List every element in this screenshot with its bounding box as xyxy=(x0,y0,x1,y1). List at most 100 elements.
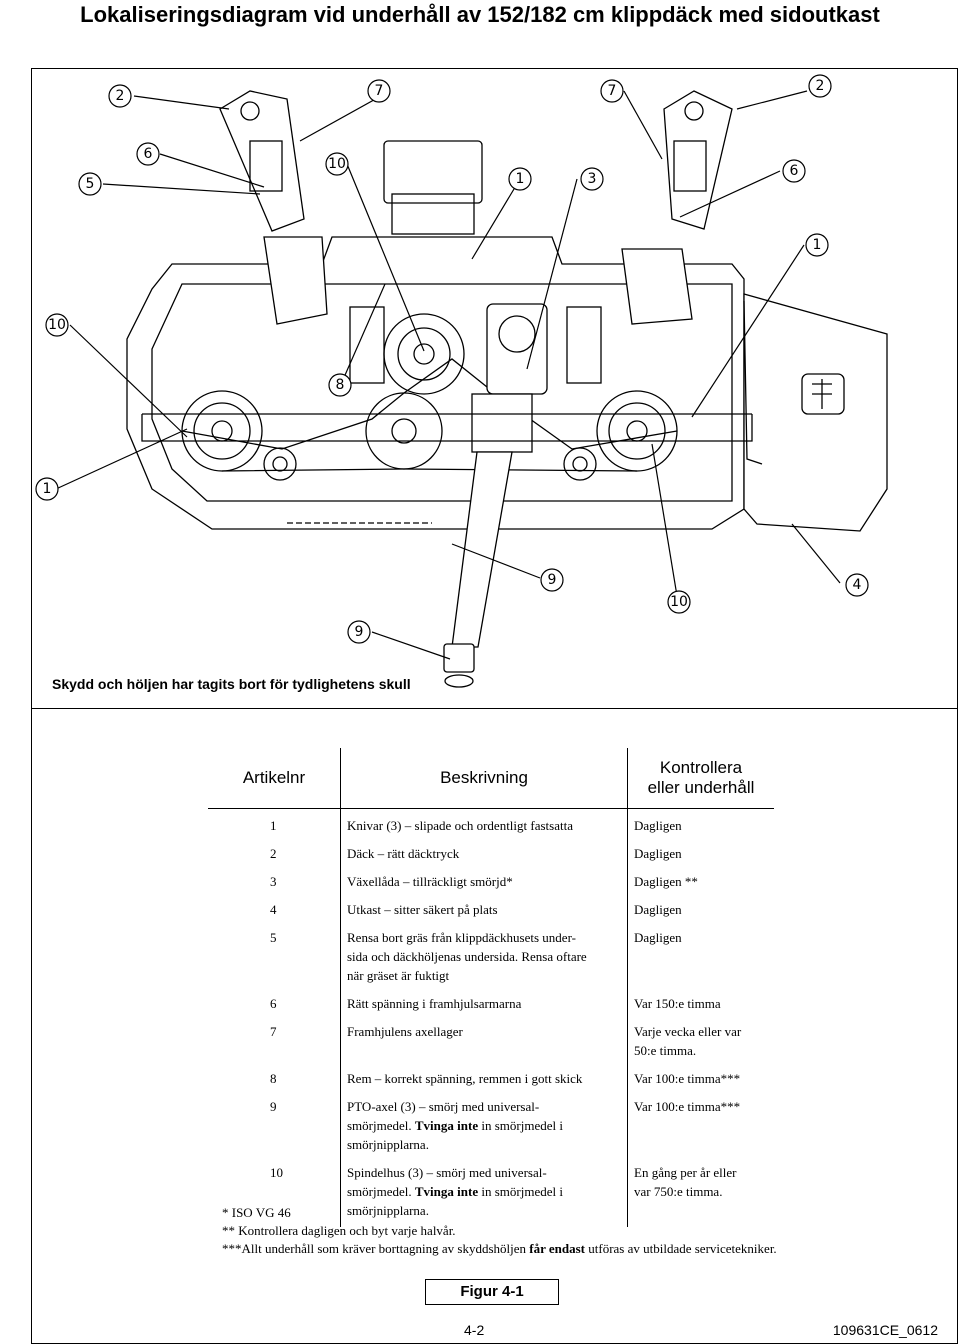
row-desc-line: Spindelhus (3) – smörj med universal- xyxy=(347,1164,547,1180)
callout-9-center: 9 xyxy=(540,568,564,592)
page-title: Lokaliseringsdiagram vid underhåll av 15… xyxy=(80,2,880,27)
row-desc: Utkast – sitter säkert på plats xyxy=(340,897,628,921)
table-row: 9 PTO-axel (3) – smörj med universal- sm… xyxy=(208,1094,774,1156)
frame-divider xyxy=(31,708,958,709)
row-check-line: 50:e timma. xyxy=(634,1042,697,1058)
row-check: Dagligen xyxy=(634,845,682,861)
right-caster-arm xyxy=(663,90,733,230)
row-num: 2 xyxy=(208,841,341,865)
row-desc: Rensa bort gräs från klippdäckhusets und… xyxy=(340,925,628,987)
row-check: Dagligen ** xyxy=(634,873,698,889)
callout-1-top: 1 xyxy=(508,167,532,191)
row-num: 3 xyxy=(208,869,341,893)
table-header-row: Artikelnr Beskrivning Kontrollera eller … xyxy=(208,748,774,809)
row-num: 1 xyxy=(208,813,341,837)
footnote-2: ** Kontrollera dagligen och byt varje ha… xyxy=(222,1223,456,1238)
table-row: 2 Däck – rätt däcktryck Dagligen xyxy=(208,841,774,865)
footnote-3: ***Allt underhåll som kräver borttagning… xyxy=(222,1241,777,1256)
table-row: 7 Framhjulens axellager Varje vecka elle… xyxy=(208,1019,775,1062)
maintenance-table: Artikelnr Beskrivning Kontrollera eller … xyxy=(208,748,774,1227)
row-desc: Spindelhus (3) – smörj med universal- sm… xyxy=(340,1160,628,1222)
callout-2-right: 2 xyxy=(808,74,832,98)
svg-text:5: 5 xyxy=(86,176,95,192)
table-row: 4 Utkast – sitter säkert på plats Daglig… xyxy=(208,897,774,921)
row-check: Var 100:e timma*** xyxy=(634,1070,741,1086)
callout-8: 8 xyxy=(328,373,352,397)
row-check-line: Varje vecka eller var xyxy=(634,1023,742,1039)
svg-text:6: 6 xyxy=(790,163,799,179)
callout-7-right: 7 xyxy=(600,79,624,103)
mower-deck-diagram: 2 7 7 2 6 5 10 1 3 6 1 10 8 1 9 4 10 9 xyxy=(35,74,888,688)
row-num: 7 xyxy=(208,1019,341,1062)
svg-text:4: 4 xyxy=(853,577,862,593)
row-num: 6 xyxy=(208,991,341,1015)
row-num: 9 xyxy=(208,1094,341,1156)
callout-1-right: 1 xyxy=(805,233,829,257)
svg-text:6: 6 xyxy=(144,146,153,162)
figure-caption: Skydd och höljen har tagits bort för tyd… xyxy=(52,676,411,692)
callout-10-bottom: 10 xyxy=(667,590,691,614)
table-row: 1 Knivar (3) – slipade och ordentligt fa… xyxy=(208,813,774,837)
callout-3: 3 xyxy=(580,167,604,191)
row-num: 5 xyxy=(208,925,341,987)
callout-2-left: 2 xyxy=(108,84,132,108)
svg-text:2: 2 xyxy=(116,88,125,104)
svg-text:1: 1 xyxy=(516,171,525,187)
row-check-line: var 750:e timma. xyxy=(634,1183,723,1199)
row-desc-line: smörjnipplarna. xyxy=(347,1136,429,1152)
row-desc: Rätt spänning i framhjulsarmarna xyxy=(340,991,628,1015)
callout-5: 5 xyxy=(78,172,102,196)
row-desc-line: när gräset är fuktigt xyxy=(347,967,450,983)
row-check: Var 100:e timma*** xyxy=(634,1098,741,1114)
callout-1-left: 1 xyxy=(35,477,59,501)
footnotes: * ISO VG 46 ** Kontrollera dagligen och … xyxy=(222,1204,777,1258)
table-row: 10 Spindelhus (3) – smörj med universal-… xyxy=(208,1160,775,1222)
svg-text:1: 1 xyxy=(813,237,822,253)
row-desc: Rem – korrekt spänning, remmen i gott sk… xyxy=(340,1066,628,1090)
center-spindle-pulley xyxy=(383,313,465,395)
header-check: Kontrollera eller underhåll xyxy=(627,748,774,809)
header-description: Beskrivning xyxy=(340,748,628,809)
svg-text:9: 9 xyxy=(548,572,557,588)
table-row: 6 Rätt spänning i framhjulsarmarna Var 1… xyxy=(208,991,774,1015)
header-part-number: Artikelnr xyxy=(208,748,341,809)
svg-text:7: 7 xyxy=(608,83,617,99)
document-id: 109631CE_0612 xyxy=(832,1322,938,1338)
figure-label: Figur 4-1 xyxy=(425,1279,559,1305)
row-desc-line: smörjmedel. Tvinga inte in smörjmedel i xyxy=(347,1117,563,1133)
header-check-line1: Kontrollera xyxy=(659,758,743,777)
row-desc: Knivar (3) – slipade och ordentligt fast… xyxy=(340,813,628,837)
footnote-1: * ISO VG 46 xyxy=(222,1205,291,1220)
row-num: 4 xyxy=(208,897,341,921)
discharge-chute xyxy=(743,293,888,532)
left-caster-arm xyxy=(219,90,305,232)
row-check: En gång per år eller var 750:e timma. xyxy=(628,1161,775,1222)
gearbox xyxy=(486,303,548,395)
svg-text:10: 10 xyxy=(48,317,66,333)
svg-text:2: 2 xyxy=(816,78,825,94)
callout-10-left: 10 xyxy=(45,313,69,337)
callout-6-right: 6 xyxy=(782,159,806,183)
row-desc-line: sida och däckhöljenas undersida. Rensa o… xyxy=(347,948,587,964)
row-check-line: En gång per år eller xyxy=(634,1164,737,1180)
row-check: Varje vecka eller var 50:e timma. xyxy=(628,1020,775,1062)
row-desc: Växellåda – tillräckligt smörjd* xyxy=(340,869,628,893)
table-row: 5 Rensa bort gräs från klippdäckhusets u… xyxy=(208,925,774,987)
pto-shaft xyxy=(451,451,513,648)
row-check: Dagligen xyxy=(634,929,682,945)
svg-text:7: 7 xyxy=(375,83,384,99)
callout-7-left: 7 xyxy=(367,79,391,103)
row-desc: Framhjulens axellager xyxy=(340,1019,628,1062)
row-check: Var 150:e timma xyxy=(634,995,721,1011)
row-desc: PTO-axel (3) – smörj med universal- smör… xyxy=(340,1094,628,1156)
callout-9-bottom: 9 xyxy=(347,620,371,644)
row-desc-line: PTO-axel (3) – smörj med universal- xyxy=(347,1098,540,1114)
header-check-line2: eller underhåll xyxy=(647,778,755,797)
table-row: 3 Växellåda – tillräckligt smörjd* Dagli… xyxy=(208,869,774,893)
svg-text:10: 10 xyxy=(670,594,688,610)
svg-text:3: 3 xyxy=(588,171,597,187)
row-num: 8 xyxy=(208,1066,341,1090)
callout-4: 4 xyxy=(845,573,869,597)
leader-lines xyxy=(55,90,841,660)
table-row: 8 Rem – korrekt spänning, remmen i gott … xyxy=(208,1066,774,1090)
